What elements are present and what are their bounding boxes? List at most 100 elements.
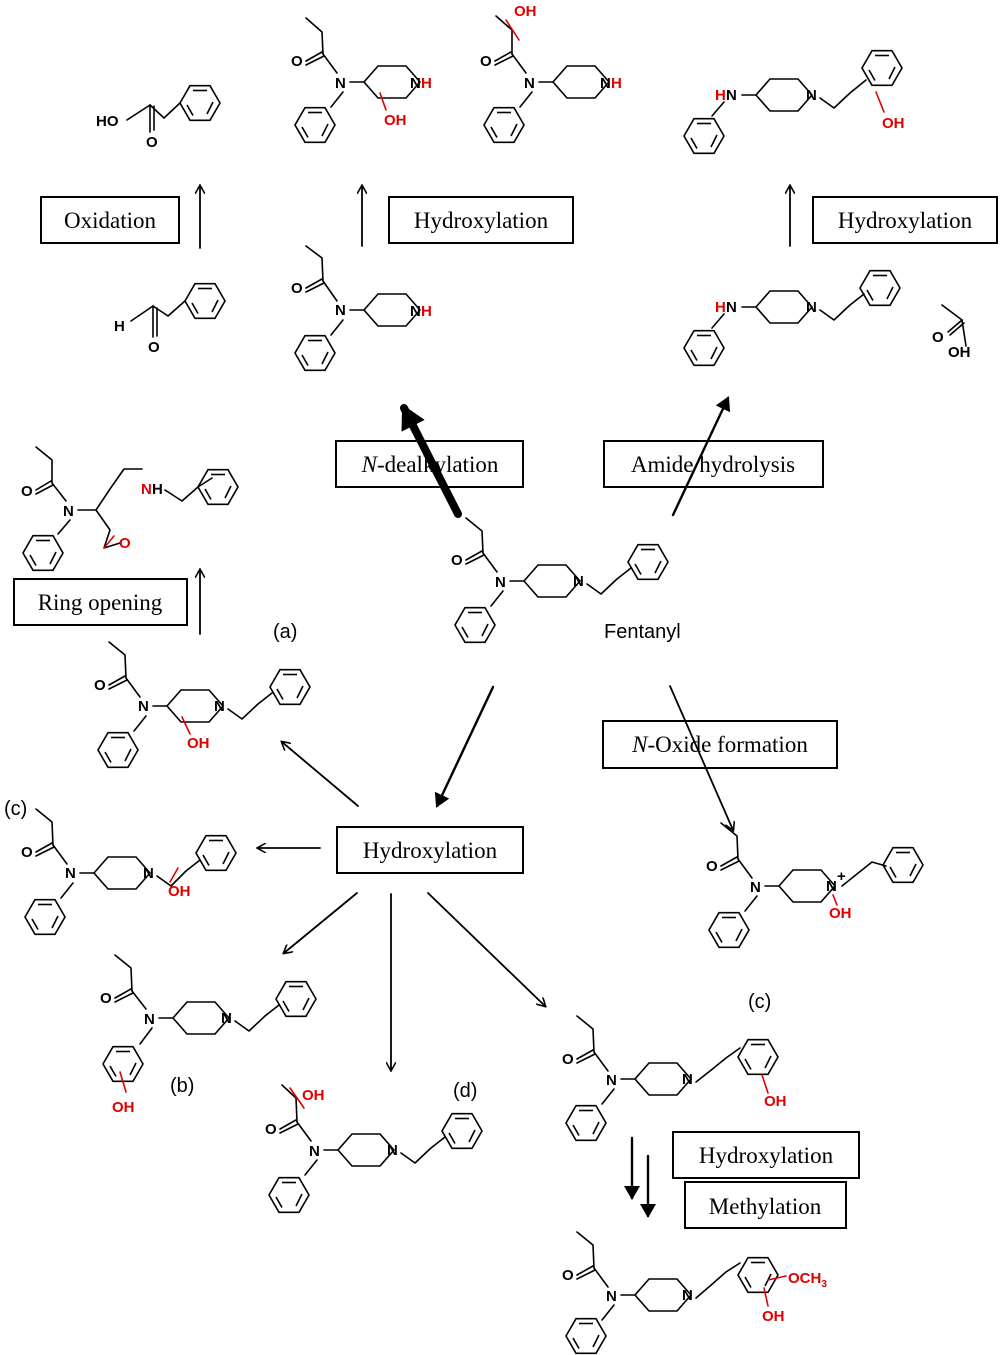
box-n-oxide-formation: N-Oxide formation: [602, 720, 838, 769]
svg-text:N: N: [141, 481, 152, 498]
structure-n-oxide: O N N + OH: [706, 822, 924, 949]
structure-a-hydroxy-piperidine: O N N OH: [94, 641, 311, 769]
box-hydroxylation-center: Hydroxylation: [336, 826, 524, 874]
svg-text:N: N: [726, 299, 737, 316]
structure-despropionyl-fentanyl: H N N: [683, 269, 901, 367]
label-a: (a): [273, 621, 297, 643]
svg-text:O: O: [932, 329, 944, 346]
svg-text:O: O: [291, 53, 303, 70]
svg-text:OH: OH: [168, 883, 191, 900]
svg-text:N: N: [63, 503, 74, 520]
svg-text:O: O: [146, 134, 158, 151]
svg-text:OH: OH: [829, 905, 852, 922]
svg-text:N: N: [826, 878, 837, 895]
svg-text:O: O: [562, 1051, 574, 1068]
svg-text:N: N: [750, 879, 761, 896]
svg-text:N: N: [387, 1142, 398, 1159]
svg-text:N: N: [65, 865, 76, 882]
label-d: (d): [453, 1080, 477, 1102]
arrow-to-b: [284, 892, 358, 953]
svg-text:N: N: [524, 75, 535, 92]
svg-text:OH: OH: [764, 1093, 787, 1110]
structure-c-hydroxy-phenethyl: O N N OH: [562, 1015, 787, 1142]
svg-text:H: H: [421, 303, 432, 320]
box-amide-hydrolysis: Amide hydrolysis: [603, 440, 824, 488]
arrow-n-dealkylation: [400, 404, 462, 518]
svg-text:N: N: [138, 698, 149, 715]
label-hydroxylation-bottom: Hydroxylation: [699, 1143, 834, 1168]
svg-text:OH: OH: [948, 344, 971, 361]
structure-phenylacetic-acid: HO O: [96, 84, 221, 151]
label-amide-hydrolysis: Amide hydrolysis: [631, 452, 795, 477]
svg-text:O: O: [100, 990, 112, 1007]
label-hydroxylation-top-mid: Hydroxylation: [414, 208, 549, 233]
box-hydroxylation-bottom: Hydroxylation: [672, 1131, 860, 1179]
svg-text:O: O: [21, 844, 33, 861]
svg-text:O: O: [94, 677, 106, 694]
svg-text:N: N: [682, 1071, 693, 1088]
svg-text:N: N: [806, 299, 817, 316]
structure-b-hydroxy-phenyl: O N N OH: [100, 954, 317, 1116]
svg-text:O: O: [706, 858, 718, 875]
svg-text:OCH3: OCH3: [788, 1270, 827, 1290]
structure-fentanyl: O N N: [451, 517, 669, 644]
svg-text:H: H: [421, 75, 432, 92]
label-n-oxide-prefix: N: [631, 732, 649, 757]
label-c-right: (c): [748, 991, 771, 1013]
svg-text:N: N: [606, 1288, 617, 1305]
svg-text:OH: OH: [384, 112, 407, 129]
svg-text:O: O: [119, 535, 131, 552]
structure-ring-opened: O N O N H: [21, 446, 239, 572]
svg-text:O: O: [265, 1121, 277, 1138]
structure-d-hydroxy-propionyl: O OH N N: [265, 1084, 483, 1214]
svg-text:H: H: [715, 299, 726, 316]
svg-text:O: O: [451, 552, 463, 569]
svg-text:N: N: [335, 75, 346, 92]
svg-text:O: O: [480, 53, 492, 70]
svg-text:OH: OH: [882, 115, 905, 132]
label-n-dealkylation-prefix: N: [361, 452, 379, 477]
arrow-amide-hydrolysis: [671, 396, 731, 517]
svg-text:OH: OH: [187, 735, 210, 752]
svg-text:OH: OH: [112, 1099, 135, 1116]
svg-text:O: O: [291, 280, 303, 297]
box-hydroxylation-top-right: Hydroxylation: [812, 196, 998, 244]
svg-text:N: N: [214, 698, 225, 715]
box-ring-opening: Ring opening: [13, 578, 188, 626]
arrow-to-hydroxylation: [434, 685, 495, 808]
svg-text:H: H: [715, 87, 726, 104]
label-n-oxide-formation: -Oxide formation: [648, 732, 809, 757]
structure-propionic-acid: O OH: [932, 304, 971, 361]
svg-text:N: N: [682, 1287, 693, 1304]
svg-text:H: H: [611, 75, 622, 92]
svg-text:N: N: [600, 75, 611, 92]
box-oxidation: Oxidation: [40, 196, 180, 244]
svg-text:+: +: [837, 868, 846, 885]
svg-text:N: N: [221, 1010, 232, 1027]
svg-text:N: N: [726, 87, 737, 104]
label-ring-opening: Ring opening: [38, 590, 163, 615]
label-b: (b): [170, 1075, 194, 1097]
svg-text:O: O: [21, 483, 33, 500]
box-n-dealkylation: N-dealkylation: [335, 440, 524, 488]
svg-text:N: N: [495, 574, 506, 591]
svg-text:N: N: [309, 1143, 320, 1160]
svg-text:OH: OH: [762, 1308, 785, 1325]
svg-text:OH: OH: [302, 1087, 325, 1104]
label-oxidation: Oxidation: [64, 208, 156, 233]
structure-norfentanyl: O N N H: [291, 245, 432, 372]
svg-text:O: O: [148, 339, 160, 356]
svg-text:N: N: [410, 303, 421, 320]
label-fentanyl: Fentanyl: [604, 621, 681, 643]
svg-text:N: N: [573, 573, 584, 590]
arrow-to-a: [282, 742, 359, 807]
svg-text:N: N: [806, 87, 817, 104]
box-hydroxylation-top-mid: Hydroxylation: [388, 196, 574, 244]
svg-text:H: H: [152, 481, 163, 498]
label-hydroxylation-center: Hydroxylation: [363, 838, 498, 863]
svg-text:N: N: [335, 302, 346, 319]
structure-hydroxy-norfentanyl: O N N H OH: [291, 17, 432, 144]
svg-text:N-Oxide formation: N-Oxide formation: [631, 732, 808, 757]
svg-text:OH: OH: [514, 3, 537, 20]
